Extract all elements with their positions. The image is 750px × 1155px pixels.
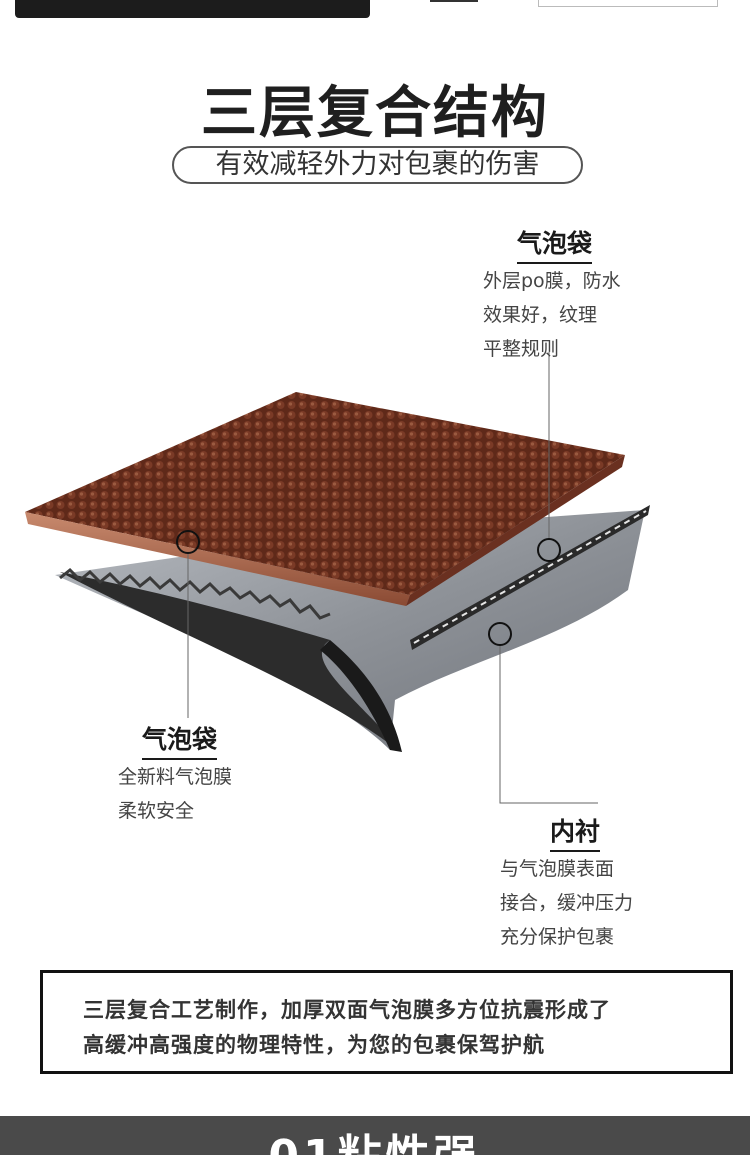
- label-line: 全新料气泡膜: [118, 766, 233, 788]
- label-middle-layer: 气泡袋 全新料气泡膜 柔软安全: [118, 720, 232, 828]
- bubble-zigzag: [59, 567, 331, 620]
- label-title: 内衬: [550, 812, 601, 852]
- callout-marker-left: [176, 530, 200, 554]
- summary-line: 三层复合工艺制作，加厚双面气泡膜多方位抗震形成了: [83, 998, 611, 1022]
- previous-section-box-edge: [538, 0, 718, 7]
- label-title: 气泡袋: [517, 224, 593, 264]
- top-remnant: [0, 0, 750, 22]
- bubble-layer-top: [25, 392, 625, 595]
- section-title: 01粘性强: [0, 1120, 750, 1155]
- callout-marker-bottom: [488, 622, 512, 646]
- summary-box: 三层复合工艺制作，加厚双面气泡膜多方位抗震形成了 高缓冲高强度的物理特性，为您的…: [40, 970, 733, 1074]
- lining-layer: [55, 510, 645, 750]
- callout-line-bottom: [499, 645, 598, 804]
- previous-section-image-edge: [15, 0, 370, 18]
- label-line: 与气泡膜表面: [500, 858, 615, 880]
- label-line: 平整规则: [483, 338, 560, 360]
- page-title: 三层复合结构: [201, 81, 549, 146]
- label-title: 气泡袋: [142, 720, 218, 760]
- bubble-layer-side-edge: [406, 455, 625, 606]
- label-line: 外层po膜，防水: [483, 270, 621, 292]
- label-line: 柔软安全: [118, 800, 195, 822]
- label-line: 接合，缓冲压力: [500, 892, 634, 914]
- curled-edge-shadow: [320, 640, 402, 752]
- label-line: 充分保护包裹: [500, 926, 615, 948]
- bubble-layer-front-edge: [25, 512, 410, 606]
- label-line: 效果好，纹理: [483, 304, 598, 326]
- film-edge-dashes: [413, 510, 647, 644]
- label-outer-layer: 气泡袋 外层po膜，防水 效果好，纹理 平整规则: [483, 224, 621, 366]
- layer-illustration: [25, 352, 650, 804]
- divider-line: [430, 0, 478, 2]
- next-section-header: 01粘性强: [0, 1116, 750, 1155]
- label-lining-layer: 内衬 与气泡膜表面 接合，缓冲压力 充分保护包裹: [500, 812, 633, 954]
- callout-marker-top: [537, 538, 561, 562]
- summary-line: 高缓冲高强度的物理特性，为您的包裹保驾护航: [83, 1033, 545, 1057]
- subtitle-pill: 有效减轻外力对包裹的伤害: [172, 146, 583, 184]
